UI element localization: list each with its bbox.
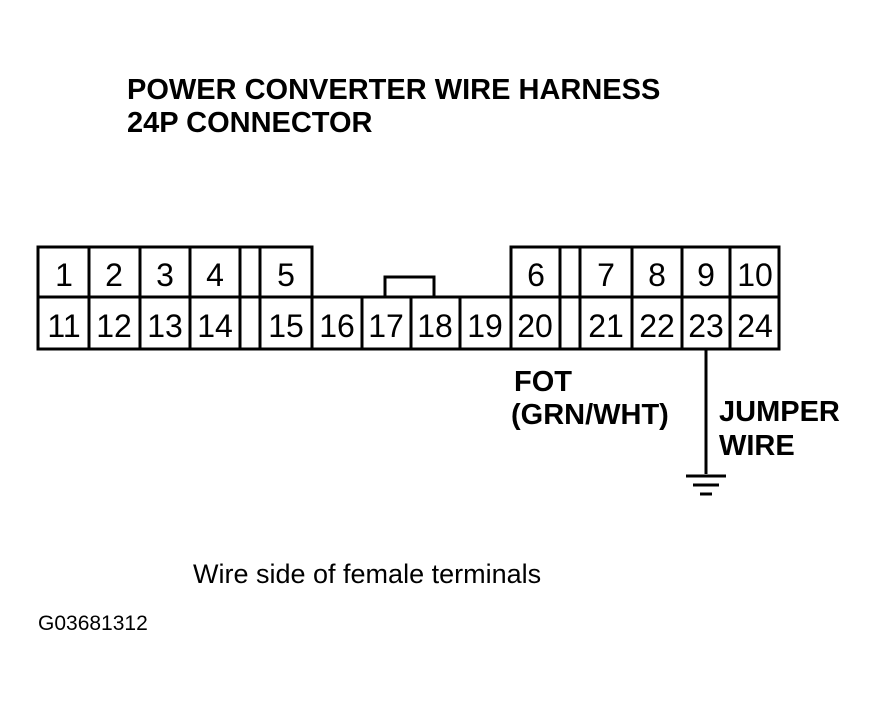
jumper-wire-label: WIRE	[719, 430, 795, 462]
pin-15: 15	[268, 308, 304, 344]
pin-9: 9	[697, 257, 715, 293]
pin-7: 7	[597, 257, 615, 293]
pin-18: 18	[417, 308, 453, 344]
connector-body	[36, 245, 781, 351]
pin-21: 21	[588, 308, 624, 344]
fot-color-label: (GRN/WHT)	[511, 399, 669, 431]
top-row-pins: 1 2 3 4 5 6 7 8 9 10	[55, 257, 773, 293]
pin-17: 17	[368, 308, 404, 344]
pin-10: 10	[737, 257, 773, 293]
caption: Wire side of female terminals	[193, 559, 541, 589]
pin-8: 8	[648, 257, 666, 293]
pin-13: 13	[147, 308, 183, 344]
pin-22: 22	[639, 308, 675, 344]
fot-label: FOT	[514, 366, 572, 398]
pin-1: 1	[55, 257, 73, 293]
pin-5: 5	[277, 257, 295, 293]
pin-4: 4	[206, 257, 224, 293]
jumper-label: JUMPER	[719, 396, 840, 428]
pin-19: 19	[467, 308, 503, 344]
ground-icon	[686, 474, 726, 496]
pin-14: 14	[197, 308, 233, 344]
pin-23: 23	[688, 308, 724, 344]
title-line-1: POWER CONVERTER WIRE HARNESS	[127, 74, 660, 106]
title-line-2: 24P CONNECTOR	[127, 107, 373, 139]
pin-12: 12	[96, 308, 132, 344]
pin-16: 16	[319, 308, 355, 344]
pin-24: 24	[737, 308, 773, 344]
bottom-row-pins: 11 12 13 14 15 16 17 18 19 20 21 22 23 2…	[47, 308, 772, 344]
figure-code: G03681312	[38, 612, 148, 635]
pin-11: 11	[47, 308, 80, 344]
pin-2: 2	[105, 257, 123, 293]
pin-20: 20	[517, 308, 553, 344]
pin-6: 6	[527, 257, 545, 293]
pin-3: 3	[156, 257, 174, 293]
